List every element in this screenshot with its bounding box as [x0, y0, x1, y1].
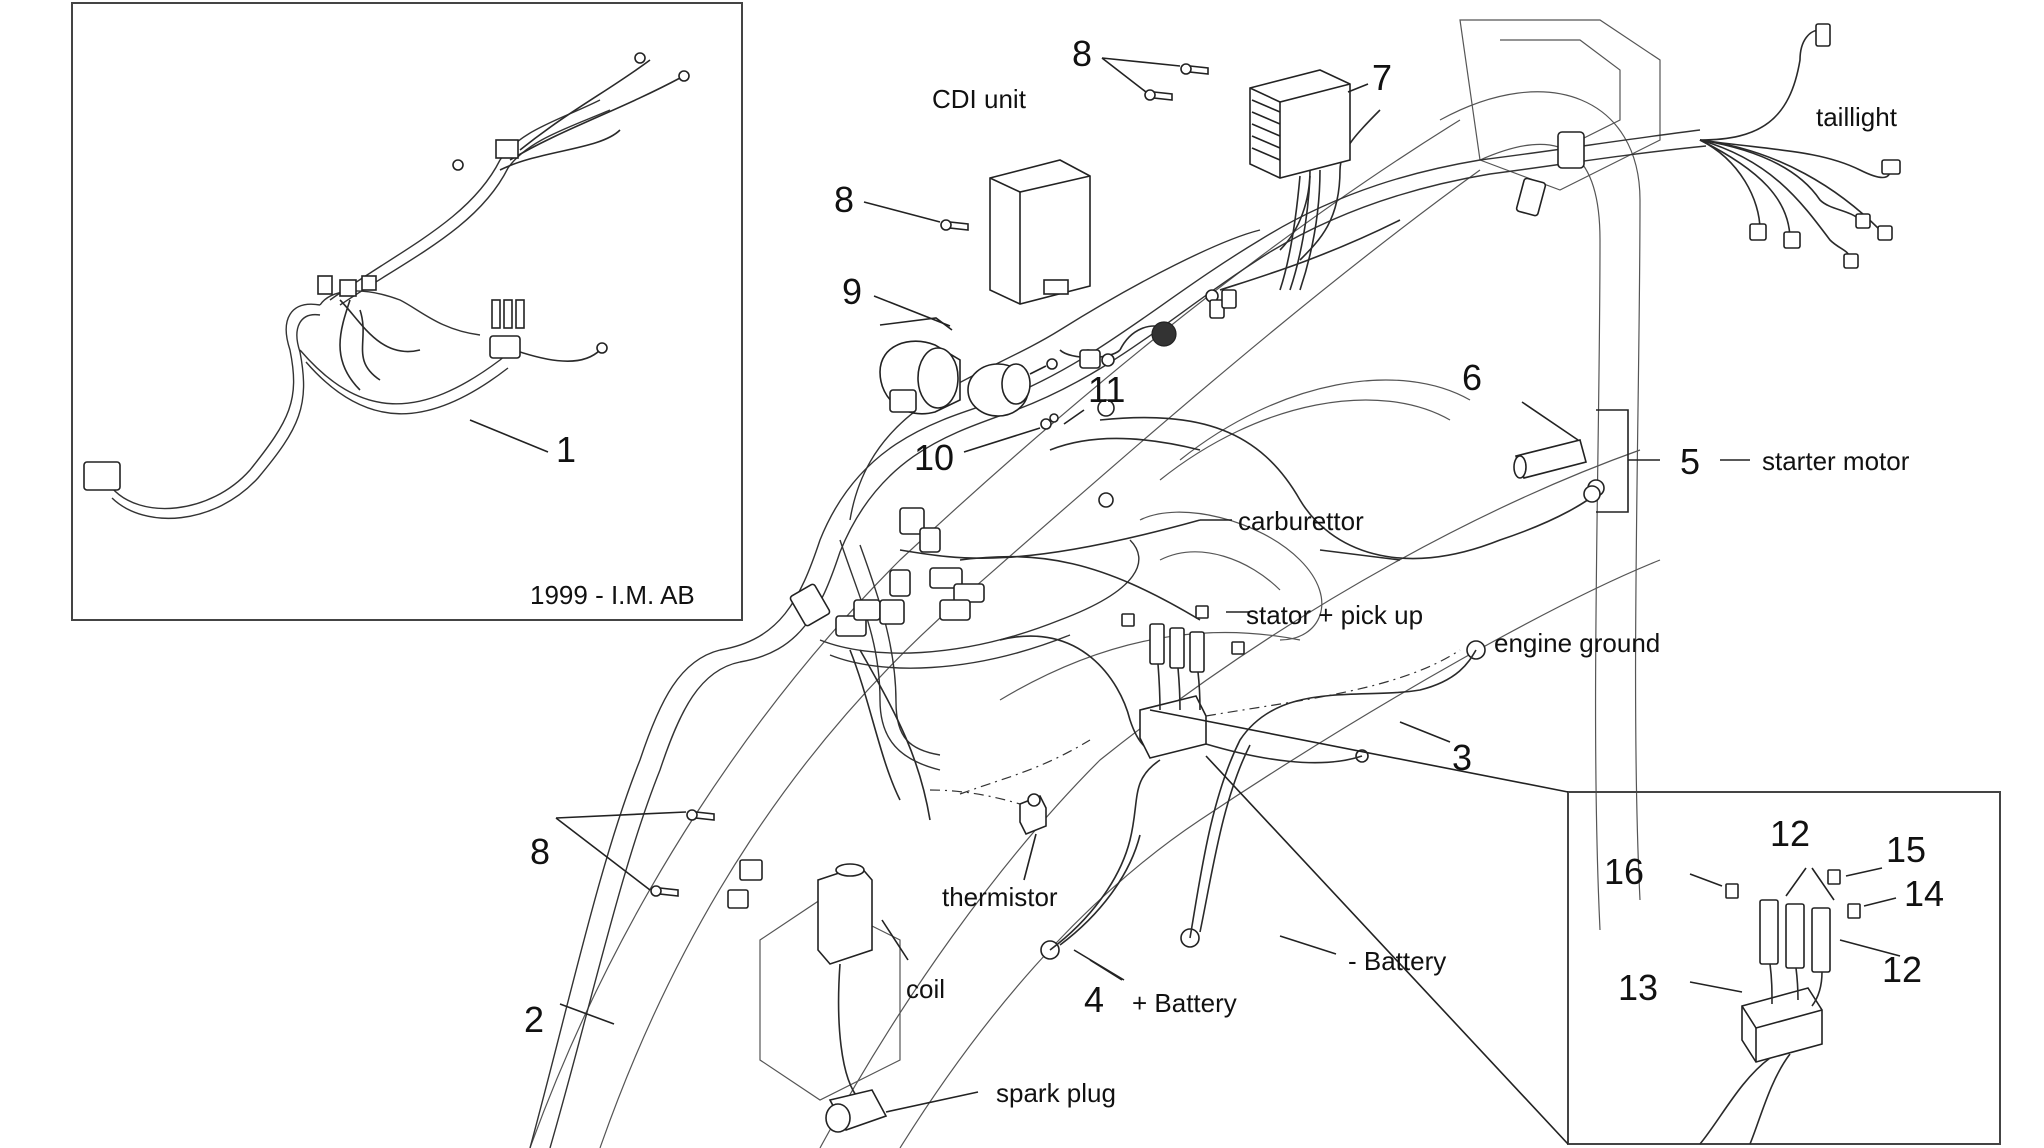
ring-terminals: [1040, 485, 1601, 960]
label-5: 5: [1680, 441, 1700, 482]
label-14: 14: [1904, 873, 1944, 914]
label-3: 3: [1452, 737, 1472, 778]
text-coil: coil: [906, 974, 945, 1004]
text-engine-ground: engine ground: [1494, 628, 1660, 658]
label-12-top: 12: [1770, 813, 1810, 854]
text-plus-battery: + Battery: [1132, 988, 1237, 1018]
inset-1999-harness: 1 1999 - I.M. AB: [71, 2, 743, 621]
label-9: 9: [842, 271, 862, 312]
text-starter-motor: starter motor: [1762, 446, 1910, 476]
text-spark-plug: spark plug: [996, 1078, 1116, 1108]
label-16: 16: [1604, 851, 1644, 892]
label-8-left: 8: [530, 831, 550, 872]
main-harness: [529, 23, 1901, 1148]
label-13: 13: [1618, 967, 1658, 1008]
label-7: 7: [1372, 57, 1392, 98]
fuse-block: [959, 605, 1461, 795]
inset-frame: [71, 2, 743, 621]
label-4: 4: [1084, 979, 1104, 1020]
label-1: 1: [556, 429, 576, 470]
thermistor: [929, 789, 1047, 836]
label-6: 6: [1462, 357, 1482, 398]
label-10: 10: [914, 437, 954, 478]
ignition-coil: [817, 863, 888, 1133]
horn: [879, 317, 1058, 417]
label-15: 15: [1886, 829, 1926, 870]
cdi-unit: [989, 159, 1091, 305]
text-thermistor: thermistor: [942, 882, 1058, 912]
regulator: [1249, 69, 1351, 291]
inset-fuse-detail: [1149, 709, 2001, 1145]
text-stator-pick-up: stator + pick up: [1246, 600, 1423, 630]
leader-lines: [555, 57, 1750, 1113]
labels: 8 7 CDI unit 8 9 11 10 taillight 6 5 sta…: [524, 33, 1944, 1108]
text-taillight: taillight: [1816, 102, 1898, 132]
inset-caption: 1999 - I.M. AB: [530, 580, 695, 610]
text-cdi-unit: CDI unit: [932, 84, 1027, 114]
text-carburettor: carburettor: [1238, 506, 1364, 536]
label-2: 2: [524, 999, 544, 1040]
label-11: 11: [1088, 369, 1125, 410]
screws: [650, 63, 1209, 909]
label-8-cdi: 8: [834, 179, 854, 220]
text-minus-battery: - Battery: [1348, 946, 1446, 976]
label-12-right: 12: [1882, 949, 1922, 990]
label-8-top: 8: [1072, 33, 1092, 74]
